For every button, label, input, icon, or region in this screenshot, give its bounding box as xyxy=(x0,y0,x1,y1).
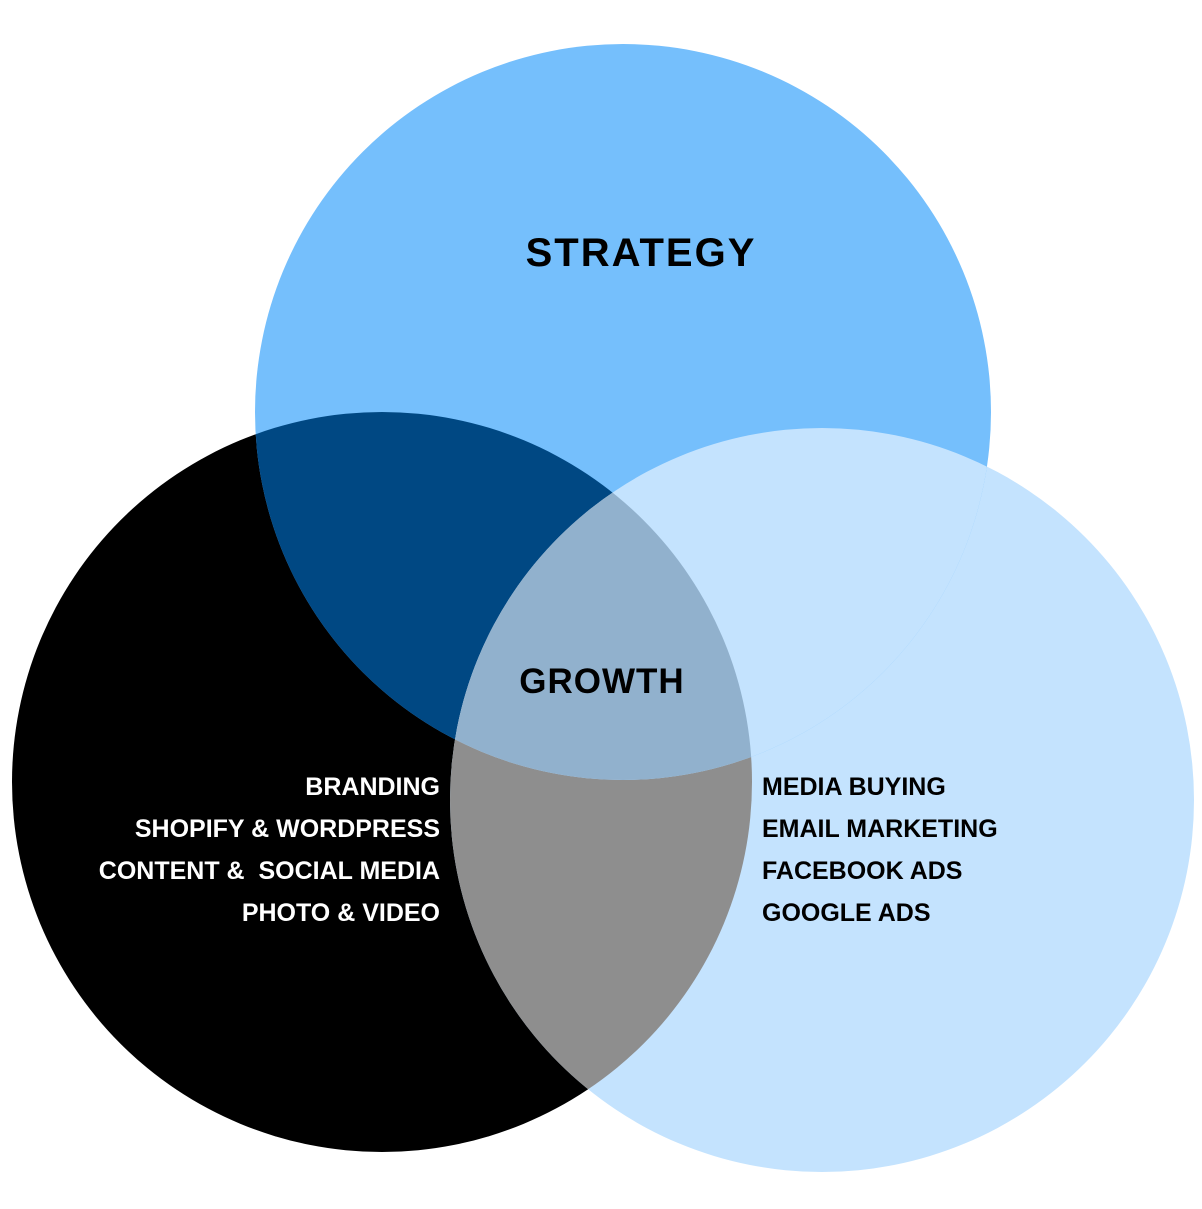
left-service-item: PHOTO & VIDEO xyxy=(242,899,440,927)
right-service-item: GOOGLE ADS xyxy=(762,899,931,927)
right-service-item: FACEBOOK ADS xyxy=(762,857,962,885)
growth-center-overlap xyxy=(450,428,752,780)
left-service-item: BRANDING xyxy=(305,773,440,801)
right-services-list: MEDIA BUYING EMAIL MARKETING FACEBOOK AD… xyxy=(762,773,998,927)
growth-label: GROWTH xyxy=(519,662,684,701)
left-services-list: BRANDING SHOPIFY & WORDPRESS CONTENT & S… xyxy=(99,773,440,927)
strategy-label: STRATEGY xyxy=(526,231,757,275)
left-service-item: SHOPIFY & WORDPRESS xyxy=(135,815,440,843)
left-service-item: CONTENT & SOCIAL MEDIA xyxy=(99,857,440,885)
right-service-item: EMAIL MARKETING xyxy=(762,815,998,843)
right-service-item: MEDIA BUYING xyxy=(762,773,946,801)
